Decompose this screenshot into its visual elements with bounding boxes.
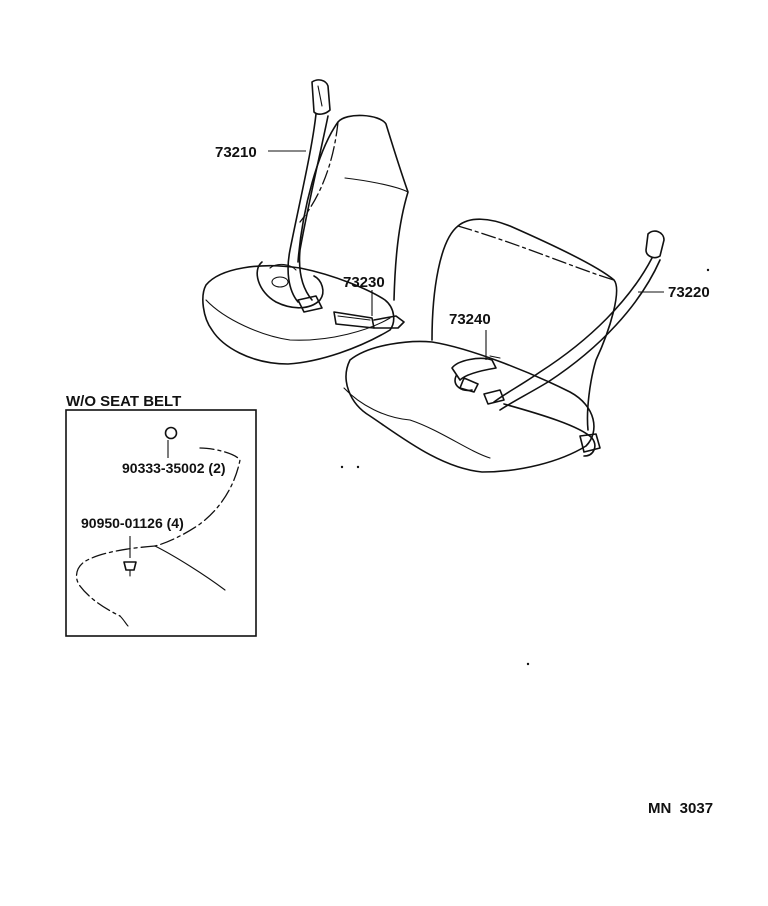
label-73210: 73210 xyxy=(215,144,257,161)
driver-buckle xyxy=(333,311,405,329)
label-73220: 73220 xyxy=(668,284,710,301)
catalog-code: MN 3037 xyxy=(648,800,713,817)
label-73230: 73230 xyxy=(343,274,385,291)
stray-marks xyxy=(340,268,710,666)
passenger-shoulder-belt xyxy=(483,230,665,457)
passenger-buckle xyxy=(451,355,501,393)
leader-lines xyxy=(268,150,664,360)
passenger-seat-drawing xyxy=(343,218,618,473)
plug-part-number: 90333-35002 (2) xyxy=(122,460,226,476)
inset-title: W/O SEAT BELT xyxy=(66,393,181,410)
driver-shoulder-belt xyxy=(256,79,331,313)
label-73240: 73240 xyxy=(449,311,491,328)
plug-icon xyxy=(164,426,178,440)
clip-icon xyxy=(123,561,137,571)
clip-part-number: 90950-01126 (4) xyxy=(81,515,184,531)
inset-without-seat-belt: W/O SEAT BELT 90333-35002 (2) 90950-0112… xyxy=(65,393,257,637)
